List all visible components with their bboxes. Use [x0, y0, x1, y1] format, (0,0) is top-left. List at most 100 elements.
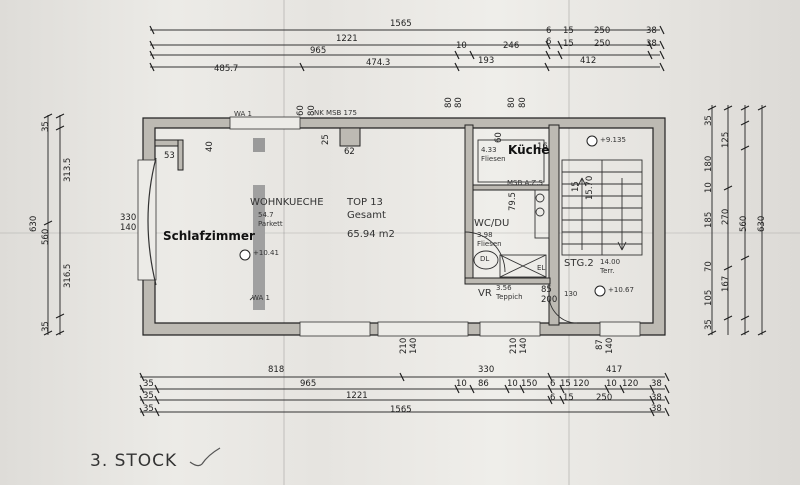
window-bottom-2 — [377, 321, 469, 337]
dim-inner-d: 80 — [454, 97, 464, 108]
dl-label: DL — [480, 255, 490, 263]
dim-inner-t: 15.70 — [585, 175, 595, 200]
dim-bottom-r3b: 1221 — [346, 391, 368, 401]
dim-inner-h: 62 — [344, 147, 355, 157]
dim-bottom-r2c: 10 — [456, 379, 467, 389]
dim-bottom-r2d: 86 — [478, 379, 489, 389]
wa-label-bottom: WA 1 — [252, 294, 271, 302]
window-bottom-1 — [299, 321, 371, 337]
dim-top-r3c: 246 — [503, 41, 520, 51]
dim-bottom-r1a: 818 — [268, 365, 285, 375]
wohnkueche-floor: Parkett — [258, 220, 283, 228]
wohnkueche-label: WOHNKUECHE — [250, 197, 324, 208]
dim-right-l: 35 — [704, 319, 714, 330]
dim-left-f: 35 — [41, 321, 51, 332]
window-top-1 — [229, 116, 301, 130]
dim-left-h: 140 — [120, 223, 137, 233]
dim-right-i: 70 — [704, 261, 714, 272]
vr-floor: Teppich — [496, 293, 523, 301]
wa-label-top: WA 1 — [234, 110, 253, 118]
dim-bottom-r2k: 120 — [622, 379, 639, 389]
dim-inner-i: 25 — [321, 134, 331, 145]
sink-2 — [535, 207, 545, 217]
dim-top-r3e: 15 — [563, 39, 574, 49]
dim-inner-l: 200 — [541, 295, 558, 305]
dim-bottom-r2h: 15 — [560, 379, 571, 389]
dim-bottom-r3a: 35 — [143, 391, 154, 401]
dim-right-h: 10 — [704, 182, 714, 193]
dim-top-r2e: 38 — [646, 26, 657, 36]
kitchen-floor: Fliesen — [481, 155, 506, 163]
kitchen-area: 4.33 — [481, 146, 497, 154]
bath-unit — [499, 254, 547, 278]
redaction-strip-2 — [253, 185, 265, 310]
window-bottom-3 — [479, 321, 541, 337]
dim-bottom-r3c: 6 — [550, 393, 556, 403]
dim-top-r3g: 38 — [646, 39, 657, 49]
dim-top-r4b: 474.3 — [366, 58, 391, 68]
sink-1 — [535, 193, 545, 203]
kitchen-counter — [477, 139, 545, 183]
wall-wc-bottom — [464, 277, 551, 285]
door-swing-entry — [548, 294, 578, 324]
terrace-area: 14.00 — [600, 258, 621, 266]
dim-right-c: 125 — [721, 131, 731, 148]
window-bottom-4 — [599, 321, 641, 337]
stair-arrow-down — [617, 178, 627, 251]
dim-left-a: 630 — [29, 215, 39, 232]
level-marker-c — [594, 285, 606, 297]
wcdu-floor: Fliesen — [477, 240, 502, 248]
dim-top-r2b: 6 — [546, 26, 552, 36]
msb-label: MSB A.Z.S — [507, 179, 543, 187]
dim-top-total: 1565 — [390, 19, 412, 29]
floor-caption: 3. STOCK — [90, 451, 178, 471]
exterior-wall — [142, 117, 666, 336]
dim-bottom-r2g: 6 — [550, 379, 556, 389]
wall-niche-side — [177, 139, 184, 171]
kueche-overlay-label: Küche — [508, 143, 550, 157]
dim-bottom-r4b: 1565 — [390, 405, 412, 415]
dim-inner-e: 80 — [507, 97, 517, 108]
vr-label: VR — [478, 288, 492, 299]
dim-bottom-r2i: 120 — [573, 379, 590, 389]
dim-bottom-r3f: 38 — [651, 393, 662, 403]
dim-inner-v: 130 — [564, 290, 578, 298]
level-a-label: +9.135 — [600, 136, 626, 144]
dim-right-f: 630 — [757, 215, 767, 232]
dim-inner-p: 140 — [519, 337, 529, 354]
dim-bottom-r2a: 35 — [143, 379, 154, 389]
dim-bottom-r2j: 10 — [606, 379, 617, 389]
dim-bottom-r1c: 417 — [606, 365, 623, 375]
dim-top-r3d: 6 — [546, 37, 552, 47]
dim-left-b: 313.5 — [63, 157, 73, 182]
wcdu-label: WC/DU — [474, 218, 510, 229]
dim-right-a: 35 — [704, 115, 714, 126]
dim-bottom-r2b: 965 — [300, 379, 317, 389]
bath-cross — [499, 254, 547, 278]
dim-inner-m: 210 — [399, 337, 409, 354]
window-left-bay — [137, 159, 157, 281]
dim-right-g: 185 — [704, 211, 714, 228]
dim-left-e: 560 — [41, 228, 51, 245]
dim-inner-g: 60 — [494, 132, 504, 143]
wall-kitchen-bottom — [472, 184, 550, 191]
dim-right-b: 180 — [704, 155, 714, 172]
dim-inner-s: 79.5 — [508, 192, 518, 211]
dim-inner-k: 85 — [541, 285, 552, 295]
dim-left-d: 35 — [41, 121, 51, 132]
terrace-floor: Terr. — [600, 267, 615, 275]
nk-msb-label: NK MSB 175 — [314, 109, 357, 117]
dim-top-r4c: 193 — [478, 56, 495, 66]
toilet — [473, 250, 499, 270]
dim-left-c: 316.5 — [63, 263, 73, 288]
dim-right-k: 105 — [704, 289, 714, 306]
dim-inner-u: 15 — [571, 181, 581, 192]
dim-inner-q: 87 — [595, 339, 605, 350]
el-label: EL — [537, 264, 546, 272]
bay-curve — [147, 157, 157, 286]
level-b-label: +10.41 — [253, 249, 279, 257]
dim-inner-r: 140 — [605, 337, 615, 354]
dim-inner-f: 80 — [518, 97, 528, 108]
dim-bottom-r4a: 35 — [143, 404, 154, 414]
